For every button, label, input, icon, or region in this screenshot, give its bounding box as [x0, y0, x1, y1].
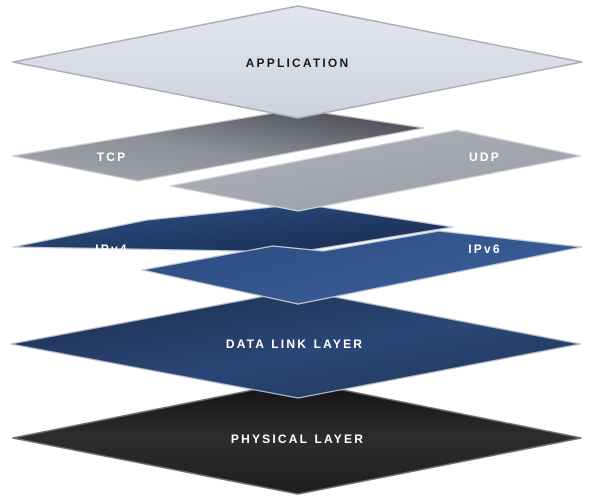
physical-layer: PHYSICAL LAYER [12, 380, 582, 495]
physical-layer-plate [12, 380, 582, 495]
application-layer-label: APPLICATION [246, 56, 351, 70]
application-layer-plate [12, 5, 583, 119]
data-link-layer: DATA LINK LAYER [10, 289, 581, 399]
tcp-layer-plate [12, 108, 425, 182]
udp-layer-plate [169, 129, 582, 212]
data-link-layer-label: DATA LINK LAYER [226, 337, 364, 351]
ipv4-layer: IPv4 [12, 203, 454, 256]
application-layer: APPLICATION [12, 5, 583, 119]
ipv4-layer-plate [12, 203, 454, 253]
ipv6-layer: IPv6 [141, 230, 583, 305]
physical-layer-label: PHYSICAL LAYER [231, 432, 365, 446]
ipv6-layer-label: IPv6 [468, 242, 502, 256]
udp-layer-label: UDP [469, 150, 501, 164]
ipv6-layer-plate [141, 230, 583, 305]
tcp-layer: TCP [12, 108, 425, 182]
data-link-layer-plate [10, 289, 581, 399]
tcp-layer-label: TCP [97, 150, 128, 164]
ipv4-layer-label: IPv4 [95, 242, 129, 256]
udp-layer: UDP [169, 129, 582, 212]
